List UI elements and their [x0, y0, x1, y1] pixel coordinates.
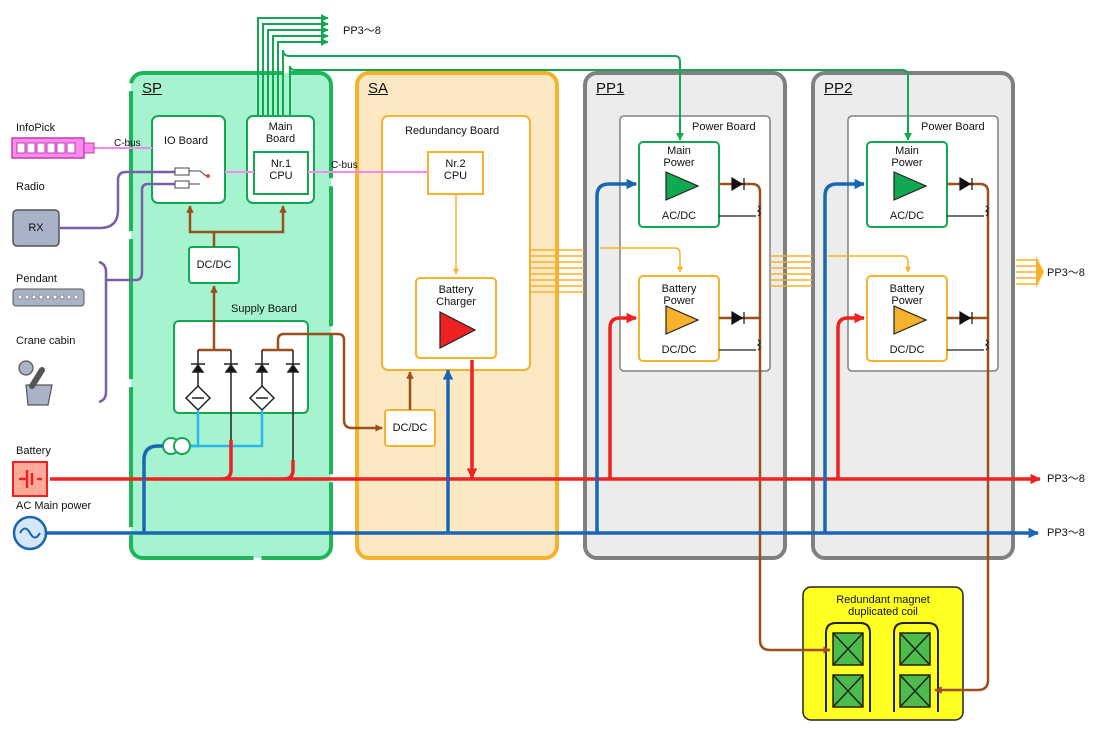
supply-board-components: [184, 350, 300, 460]
pp1-acdc-label: AC/DC: [661, 210, 697, 222]
battery-charger-label-line1: Battery: [438, 284, 474, 296]
pp1-dcdc-label: DC/DC: [661, 344, 697, 356]
pendant-label: Pendant: [16, 273, 57, 285]
orange-signal-lines: [453, 194, 1036, 293]
magnet-label-line2: duplicated coil: [848, 606, 918, 619]
battery-symbol: [12, 461, 48, 497]
output-diodes: [731, 176, 973, 326]
pp2-acdc-label: AC/DC: [889, 210, 925, 222]
magnet-coil-squares: [832, 632, 931, 708]
section-label-pp2: PP2: [824, 80, 853, 97]
cpu2-label-line1: Nr.2: [445, 158, 466, 170]
cpu1-label-line2: CPU: [269, 170, 293, 183]
battery-charger-box: [415, 277, 497, 359]
cbus-lines: [94, 147, 428, 173]
transformer-lines: [190, 410, 264, 448]
power-stage-symbols: [439, 171, 928, 349]
pp1-battery-power-line2: Power: [663, 295, 695, 308]
magnet-coil-frame: [825, 622, 939, 712]
section-label-sp: SP: [142, 80, 163, 97]
magnet-label-line1: Redundant magnet: [836, 594, 930, 606]
battery-label: Battery: [16, 445, 51, 457]
transformer-symbol: [162, 437, 191, 455]
io-board: [151, 115, 226, 204]
pp2-power-board-label: Power Board: [921, 121, 985, 133]
pp2-main-power-line2: Power: [891, 157, 923, 170]
red-battery-lines: [50, 312, 1042, 485]
blue-ac-lines: [46, 178, 1040, 539]
pp-top-output-label: PP3～8: [343, 25, 381, 37]
ac-main-power-label: AC Main power: [16, 500, 92, 512]
pp1-main-power-line2: Power: [663, 157, 695, 170]
infopick-device: [11, 137, 95, 159]
orange-output-arrowhead: [1036, 256, 1044, 288]
main-board-label-line2: Board: [265, 133, 296, 146]
cbus-label-cpu: C-bus: [331, 160, 358, 171]
pp2-dcdc-label: DC/DC: [889, 344, 925, 356]
supply-board: [173, 320, 309, 414]
cpu2-box: [427, 151, 484, 195]
infopick-label: InfoPick: [16, 122, 56, 134]
pp-blue-output-label: PP3～8: [1047, 527, 1085, 539]
ac-source-symbol: [12, 515, 48, 551]
main-board-label-line1: Main: [268, 121, 293, 133]
crane-cabin-joystick: [18, 360, 53, 406]
return-lines: [719, 205, 989, 351]
pp1-main-power-line1: Main: [667, 145, 691, 157]
pp2-main-power-line1: Main: [895, 145, 919, 157]
battery-charger-label-line2: Charger: [436, 296, 476, 309]
pp-orange-output-label: PP3～8: [1047, 267, 1085, 279]
pp1-battery-power-line1: Battery: [661, 283, 697, 295]
pp2-battery-power-line2: Power: [891, 295, 923, 308]
supply-board-label: Supply Board: [231, 303, 298, 315]
pp-red-output-label: PP3～8: [1047, 473, 1085, 485]
rx-label: RX: [28, 222, 44, 234]
io-board-label: IO Board: [164, 135, 209, 147]
pp2-battery-power-line1: Battery: [889, 283, 925, 295]
crane-cabin-label: Crane cabin: [16, 335, 76, 347]
purple-input-lines: [60, 170, 175, 404]
cpu1-label-line1: Nr.1: [270, 158, 292, 170]
io-switch-symbols: [174, 167, 210, 189]
sa-dcdc-label: DC/DC: [392, 422, 428, 434]
redundancy-board-label: Redundancy Board: [405, 125, 500, 137]
green-signal-lines: [257, 14, 912, 141]
radio-label: Radio: [16, 181, 45, 193]
sp-dcdc-label: DC/DC: [196, 259, 232, 271]
radio-rx-box: [12, 209, 60, 247]
cpu2-label-line2: CPU: [443, 170, 468, 183]
section-label-pp1: PP1: [596, 80, 625, 97]
pp1-power-board-label: Power Board: [692, 121, 756, 133]
pendant-device: [12, 288, 85, 307]
brown-power-lines: [186, 182, 990, 694]
cbus-label-io: C-bus: [114, 138, 141, 149]
section-label-sa: SA: [368, 80, 389, 97]
